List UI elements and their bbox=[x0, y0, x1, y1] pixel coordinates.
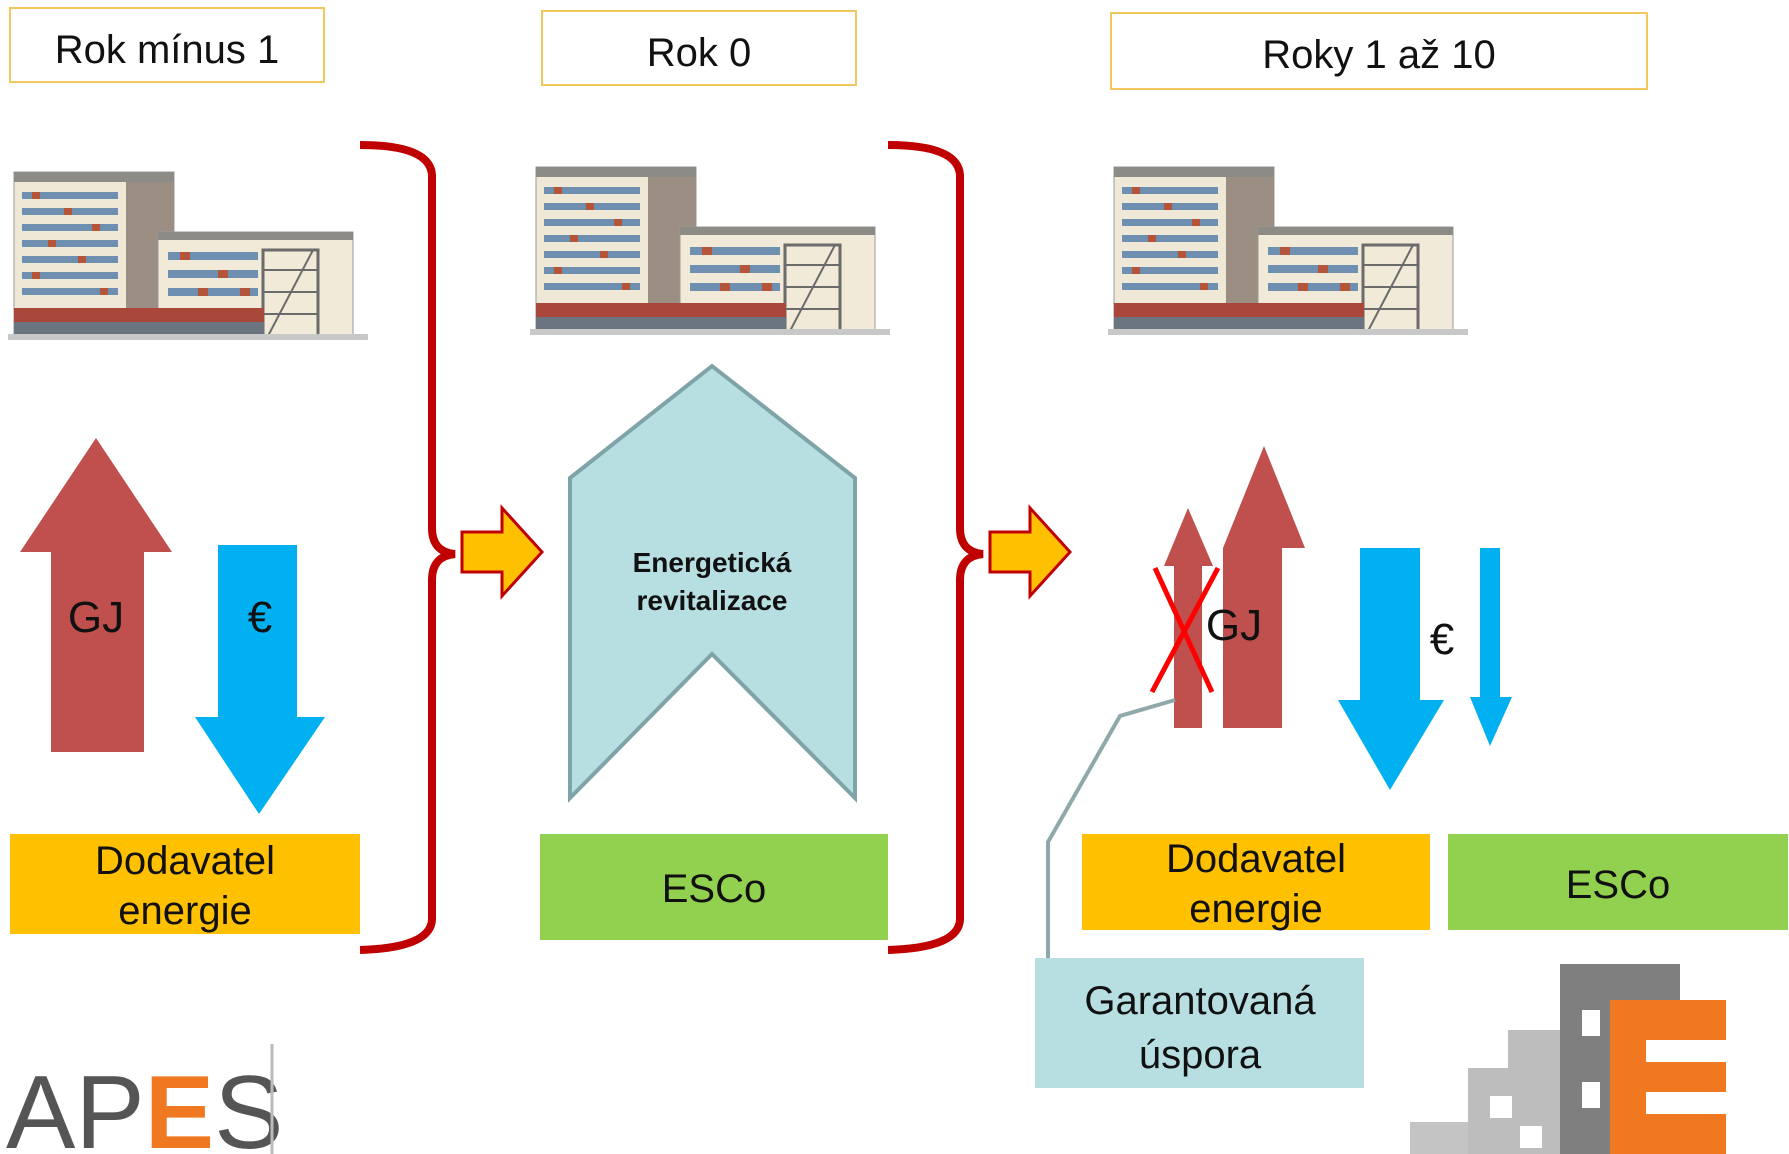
building-illustration-years-1-10 bbox=[1106, 163, 1470, 337]
esco-label-year-0: ESCo bbox=[662, 867, 767, 911]
energy-arrow-label-years-1-10: GJ bbox=[1206, 601, 1262, 650]
money-arrow-label-year-minus-1: € bbox=[248, 593, 272, 642]
energy-arrow-year-minus-1 bbox=[20, 438, 172, 752]
phase-box-years-1-10 bbox=[1110, 12, 1648, 90]
building-illustration-year-0 bbox=[528, 163, 892, 337]
bracket-year-minus-1 bbox=[359, 141, 456, 954]
savings-label-line1: Garantovaná bbox=[1084, 979, 1316, 1023]
money-arrow-to-esco bbox=[1470, 548, 1512, 746]
supplier-label-line2-year-minus-1: energie bbox=[118, 889, 251, 933]
money-arrow-year-minus-1 bbox=[195, 545, 325, 814]
savings-connector-line bbox=[1046, 698, 1176, 960]
esco-box-years-1-10 bbox=[1448, 834, 1788, 930]
building-illustration-year-minus-1 bbox=[6, 168, 370, 342]
supplier-label-line1-years-1-10: Dodavatel bbox=[1166, 837, 1346, 881]
phase-box-year-0 bbox=[541, 10, 857, 86]
cross-mark-icon-stroke-2 bbox=[1152, 566, 1215, 694]
phase-label-years-1-10: Roky 1 až 10 bbox=[1262, 33, 1495, 77]
revitalization-label-line2: revitalizace bbox=[637, 585, 788, 616]
revitalization-chevron bbox=[568, 363, 857, 803]
apes-logo-prefix: AP bbox=[6, 1055, 145, 1154]
energy-efficiency-logo-icon bbox=[1410, 964, 1726, 1154]
apes-logo-accent: E bbox=[145, 1055, 214, 1154]
svg-text:APES: APES bbox=[6, 1055, 283, 1154]
esco-label-years-1-10: ESCo bbox=[1566, 863, 1671, 907]
esco-box-year-0 bbox=[540, 834, 888, 940]
supplier-label-line1-year-minus-1: Dodavatel bbox=[95, 839, 275, 883]
supplier-box-year-minus-1 bbox=[10, 834, 360, 934]
money-arrow-label-years-1-10: € bbox=[1430, 615, 1454, 664]
phase-label-year-minus-1: Rok mínus 1 bbox=[55, 28, 280, 72]
apes-logo: APES bbox=[6, 1044, 283, 1154]
savings-box bbox=[1035, 958, 1364, 1088]
energy-arrow-label-year-minus-1: GJ bbox=[68, 593, 124, 642]
revitalization-label-line1: Energetická bbox=[633, 547, 792, 578]
supplier-label-line2-years-1-10: energie bbox=[1189, 887, 1322, 931]
transition-arrow-icon-2 bbox=[988, 504, 1073, 600]
bracket-year-0 bbox=[887, 141, 984, 954]
transition-arrow-icon-1 bbox=[460, 504, 545, 600]
supplier-box-years-1-10 bbox=[1082, 834, 1430, 930]
phase-label-year-0: Rok 0 bbox=[647, 31, 752, 75]
phase-box-year-minus-1 bbox=[9, 7, 325, 83]
savings-label-line2: úspora bbox=[1139, 1033, 1262, 1077]
energy-arrow-years-1-10 bbox=[1223, 446, 1305, 728]
money-arrow-to-supplier bbox=[1338, 548, 1444, 790]
